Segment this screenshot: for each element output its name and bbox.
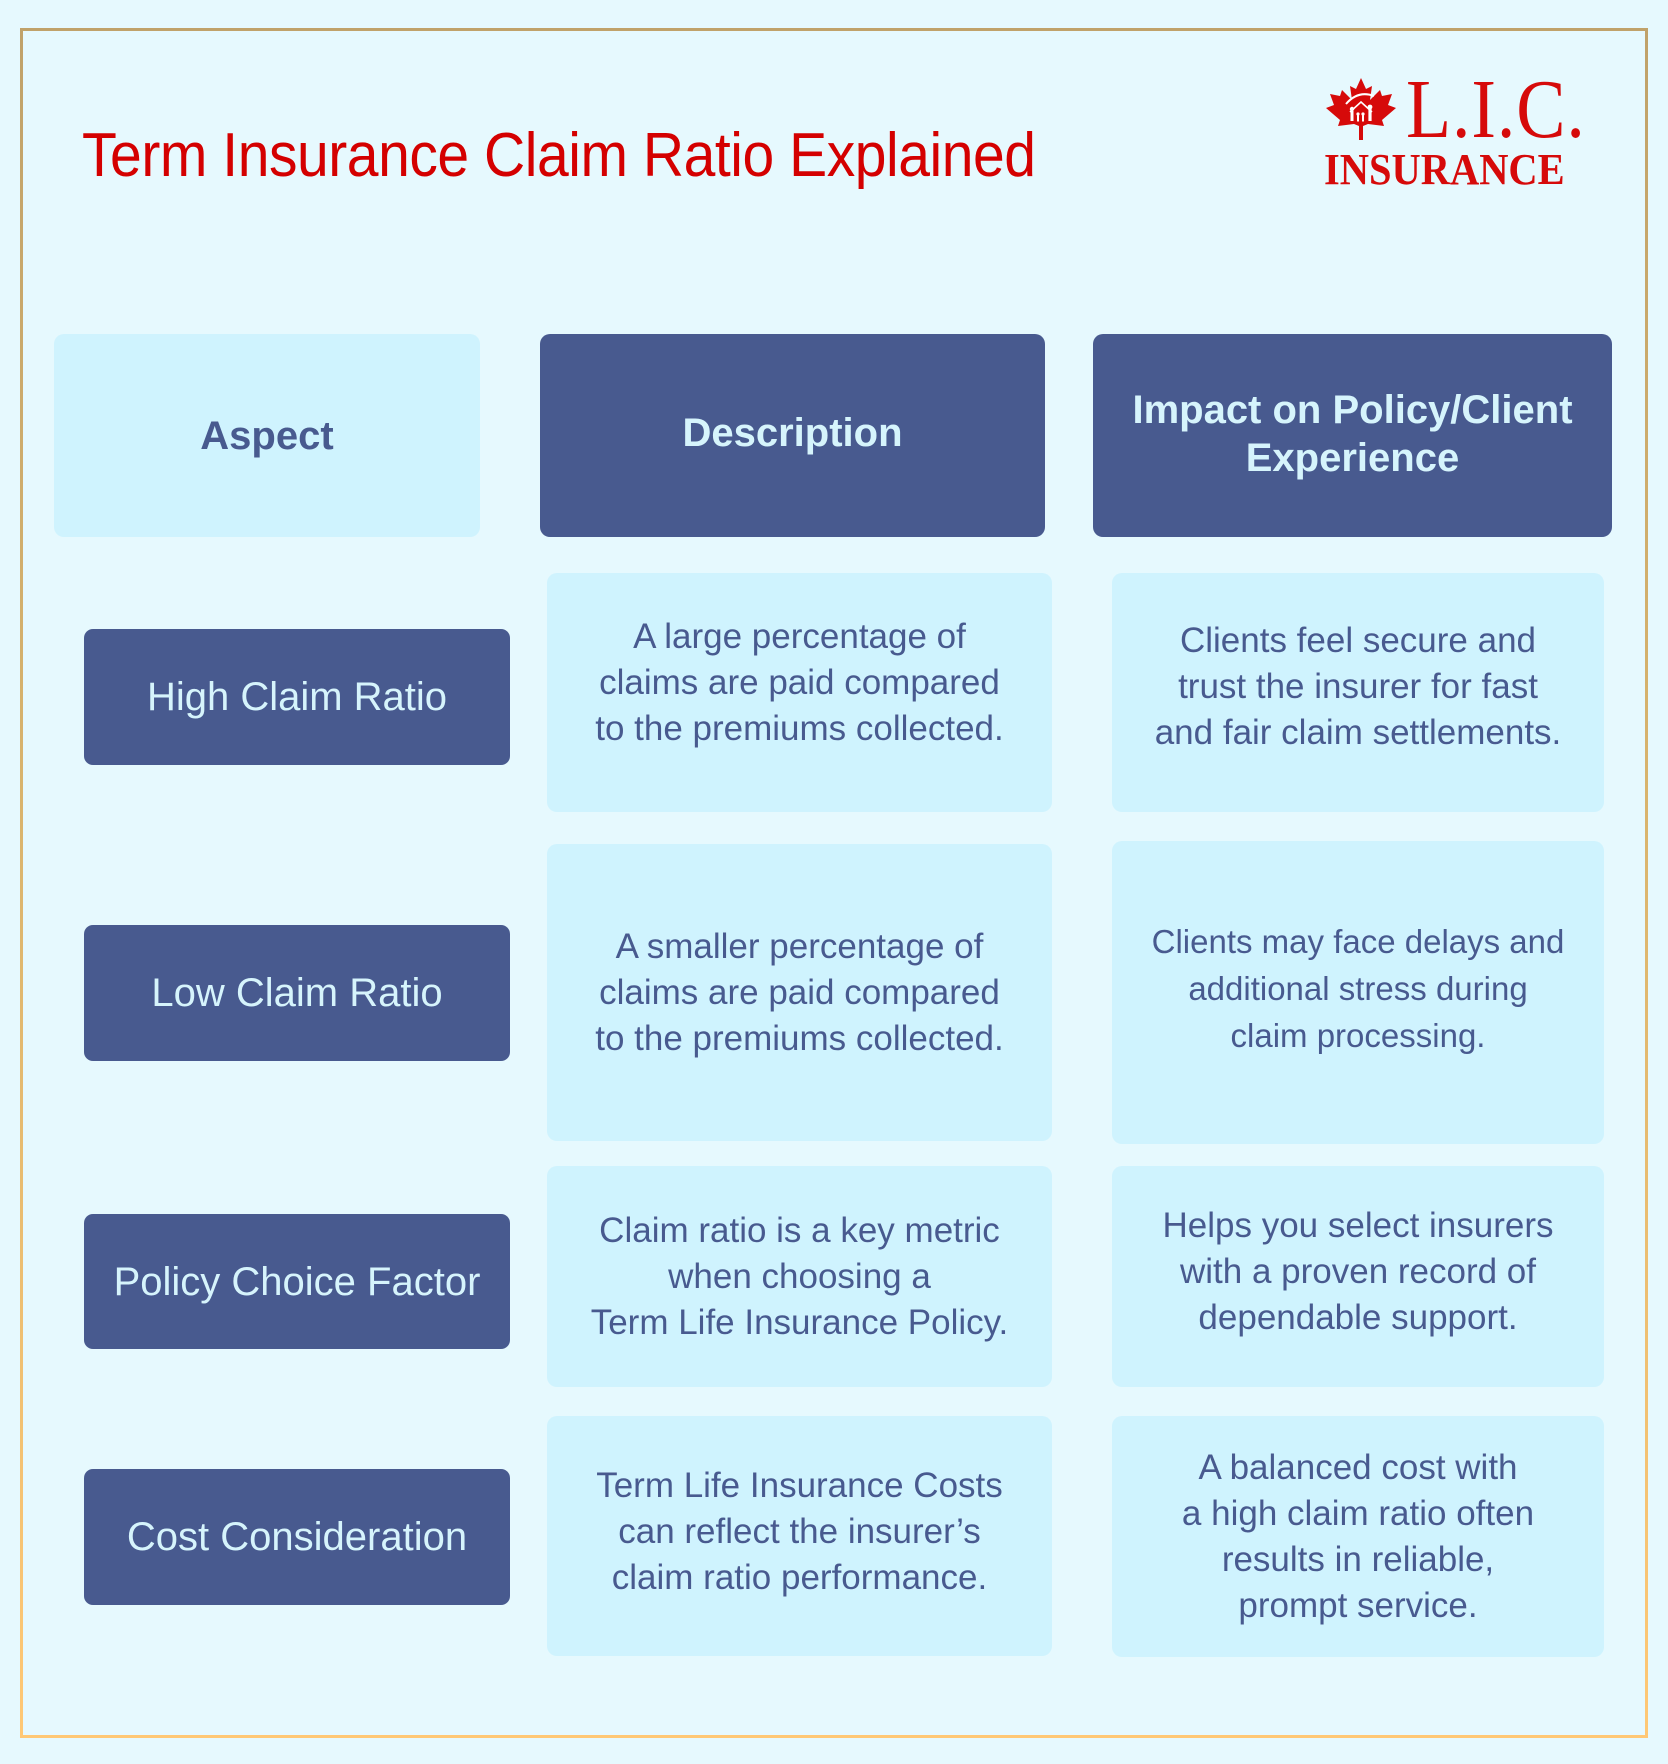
- description-cell: A smaller percentage of claims are paid …: [547, 844, 1052, 1141]
- description-cell: Claim ratio is a key metric when choosin…: [547, 1166, 1052, 1387]
- description-text: Term Life Insurance Costs can reflect th…: [596, 1466, 1003, 1597]
- description-cell: Term Life Insurance Costs can reflect th…: [547, 1416, 1052, 1656]
- page-title: Term Insurance Claim Ratio Explained: [82, 121, 1036, 190]
- aspect-label: Cost Consideration: [126, 1515, 468, 1559]
- aspect-label: Policy Choice Factor: [113, 1259, 481, 1304]
- header-aspect: Aspect: [54, 334, 480, 537]
- header-aspect-label: Aspect: [200, 413, 334, 458]
- header-impact: Impact on Policy/Client Experience: [1093, 334, 1612, 537]
- impact-cell: Clients feel secure and trust the insure…: [1112, 573, 1604, 812]
- impact-text: Helps you select insurers with a proven …: [1162, 1205, 1554, 1337]
- description-cell: A large percentage of claims are paid co…: [547, 573, 1052, 812]
- impact-text: Clients feel secure and trust the insure…: [1154, 620, 1562, 752]
- impact-cell: Helps you select insurers with a proven …: [1112, 1166, 1604, 1387]
- impact-text: Clients may face delays and additional s…: [1151, 923, 1565, 1054]
- description-text: A smaller percentage of claims are paid …: [595, 926, 1004, 1058]
- description-text: Claim ratio is a key metric when choosin…: [590, 1210, 1009, 1342]
- aspect-cost-consideration: Cost Consideration: [84, 1469, 510, 1605]
- aspect-label: High Claim Ratio: [146, 675, 448, 719]
- maple-leaf-family-icon: [1326, 78, 1396, 140]
- header-impact-label: Impact on Policy/Client Experience: [1132, 387, 1573, 480]
- header-description-label: Description: [682, 410, 903, 455]
- logo-mark: L.I.C.: [1406, 63, 1586, 156]
- aspect-label: Low Claim Ratio: [151, 971, 443, 1015]
- aspect-low-claim-ratio: Low Claim Ratio: [84, 925, 510, 1061]
- impact-cell: Clients may face delays and additional s…: [1112, 841, 1604, 1144]
- aspect-high-claim-ratio: High Claim Ratio: [84, 629, 510, 765]
- lic-insurance-logo: L.I.C. INSURANCE: [1322, 68, 1594, 194]
- impact-cell: A balanced cost with a high claim ratio …: [1112, 1416, 1604, 1657]
- logo-wordmark: INSURANCE: [1324, 145, 1565, 194]
- aspect-policy-choice-factor: Policy Choice Factor: [84, 1214, 510, 1349]
- header-description: Description: [540, 334, 1045, 537]
- impact-text: A balanced cost with a high claim ratio …: [1181, 1447, 1535, 1625]
- description-text: A large percentage of claims are paid co…: [595, 616, 1004, 748]
